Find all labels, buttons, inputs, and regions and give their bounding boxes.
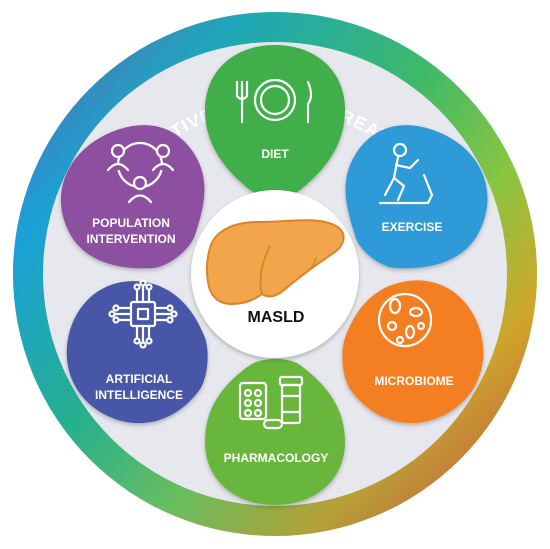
- petal-microbiome-label: MICROBIOME: [374, 374, 453, 388]
- petal-population-label-line2: INTERVENTION: [86, 232, 175, 246]
- center-label: MASLD: [248, 309, 305, 326]
- petal-population-intervention[interactable]: POPULATION INTERVENTION: [60, 125, 205, 269]
- petal-ai-label-line1: ARTIFICIAL: [106, 372, 173, 386]
- petal-microbiome[interactable]: MICROBIOME: [342, 280, 484, 424]
- petal-ai-label-line2: INTELLIGENCE: [95, 388, 183, 402]
- petal-microbiome-shape: [342, 280, 484, 424]
- petal-population-label-line1: POPULATION: [92, 216, 170, 230]
- plate-cutlery-icon: [235, 78, 313, 124]
- pills-bottle-icon: [238, 375, 304, 430]
- petal-diet-label: DIET: [261, 147, 289, 161]
- treadmill-icon: [378, 142, 434, 205]
- liver-icon: [205, 219, 345, 305]
- petal-exercise[interactable]: EXERCISE: [345, 125, 488, 269]
- petal-exercise-label: EXERCISE: [382, 220, 443, 234]
- petal-population-shape: [60, 125, 205, 269]
- petals-group: DIET EXERCISE: [60, 45, 488, 505]
- petal-artificial-intelligence[interactable]: ARTIFICIAL INTELLIGENCE: [66, 279, 208, 424]
- chip-circuit-icon: [108, 279, 178, 349]
- microbes-icon: [377, 292, 433, 348]
- petal-exercise-shape: [345, 125, 488, 269]
- petal-pharmacology-label: PHARMACOLOGY: [224, 451, 329, 465]
- people-network-icon: [106, 141, 175, 204]
- petal-pharmacology[interactable]: PHARMACOLOGY: [205, 359, 345, 505]
- petal-diet[interactable]: DIET: [205, 45, 345, 196]
